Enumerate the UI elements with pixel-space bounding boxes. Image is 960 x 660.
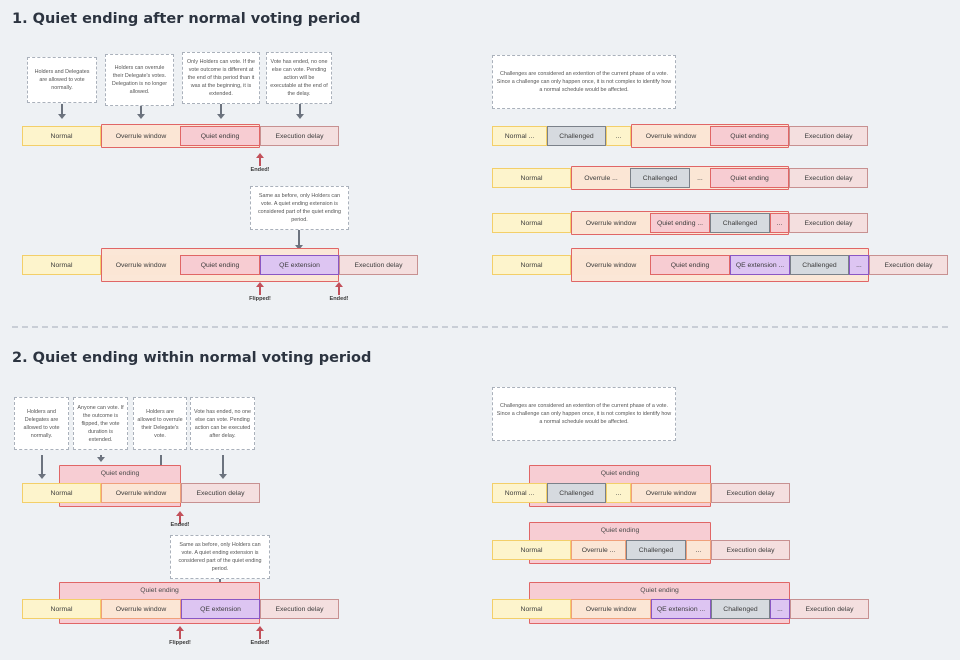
note-qe-extension: Same as before, only Holders can vote. A… xyxy=(250,186,349,230)
note-quiet-ending: Only Holders can vote. If the vote outco… xyxy=(182,52,260,104)
note-normal: Holders and Delegates are allowed to vot… xyxy=(14,397,69,450)
segment-normal: Normal xyxy=(492,599,571,619)
quiet-ending-group-label: Quiet ending xyxy=(640,587,679,594)
note-qe-extension: Same as before, only Holders can vote. A… xyxy=(170,535,270,579)
arrow-down-icon xyxy=(219,455,227,479)
segment-quiet-ending-continued: ... xyxy=(770,213,789,233)
segment-challenged: Challenged xyxy=(626,540,686,560)
segment-challenged: Challenged xyxy=(630,168,690,188)
note-anyone-can-vote: Anyone can vote. If the outcome is flipp… xyxy=(73,397,128,450)
segment-execution-delay: Execution delay xyxy=(789,126,868,146)
quiet-ending-group-label: Quiet ending xyxy=(600,470,640,477)
segment-qe-extension: QE extension ... xyxy=(730,255,790,275)
arrow-down-icon xyxy=(38,455,46,479)
section1-title: 1. Quiet ending after normal voting peri… xyxy=(12,11,361,27)
quiet-ending-group-label: Quiet ending xyxy=(600,527,640,534)
note-challenges: Challenges are considered an extention o… xyxy=(492,55,676,109)
arrow-down-icon xyxy=(295,230,303,250)
segment-overrule-window: Overrule window xyxy=(102,255,180,275)
segment-challenged: Challenged xyxy=(790,255,849,275)
segment-overrule-window: Overrule ... xyxy=(571,540,626,560)
segment-overrule-window: Overrule window xyxy=(632,126,710,146)
arrow-up-icon xyxy=(256,626,264,639)
ended-marker: Ended! xyxy=(329,296,349,302)
segment-normal: Normal ... xyxy=(492,483,547,503)
segment-quiet-ending: Quiet ending xyxy=(650,255,730,275)
segment-execution-delay: Execution delay xyxy=(260,126,339,146)
segment-execution-delay: Execution delay xyxy=(711,540,790,560)
arrow-down-icon xyxy=(137,106,145,119)
quiet-ending-group-label: Quiet ending xyxy=(100,470,140,477)
section-divider xyxy=(12,326,948,328)
arrow-up-icon xyxy=(335,282,343,295)
segment-execution-delay: Execution delay xyxy=(339,255,418,275)
flipped-marker: Flipped! xyxy=(249,296,271,302)
segment-overrule-window: Overrule window xyxy=(631,483,711,503)
segment-normal: Normal xyxy=(22,126,101,146)
segment-overrule-window: Overrule window xyxy=(572,255,650,275)
note-overrule: Holders are allowed to overrule their De… xyxy=(133,397,187,450)
arrow-up-icon xyxy=(176,626,184,639)
segment-overrule-window: Overrule window xyxy=(571,599,651,619)
note-challenges: Challenges are considered an extention o… xyxy=(492,387,676,441)
segment-qe-extension: QE extension xyxy=(181,599,260,619)
segment-normal: Normal xyxy=(492,168,571,188)
segment-normal-continued: ... xyxy=(606,483,631,503)
note-execution: Vote has ended, no one else can vote. Pe… xyxy=(190,397,255,450)
ended-marker: Ended! xyxy=(170,522,190,528)
segment-overrule-continued: ... xyxy=(686,540,711,560)
arrow-up-icon xyxy=(256,153,264,166)
segment-overrule-continued: ... xyxy=(690,168,710,188)
note-execution: Vote has ended, no one else can vote. Pe… xyxy=(266,52,332,104)
segment-normal: Normal xyxy=(22,255,101,275)
segment-overrule-window: Overrule window xyxy=(101,599,181,619)
segment-quiet-ending: Quiet ending xyxy=(180,126,260,146)
flipped-marker: Flipped! xyxy=(169,640,191,646)
segment-overrule-window: Overrule window xyxy=(572,213,650,233)
segment-normal-continued: ... xyxy=(606,126,631,146)
arrow-up-icon xyxy=(176,511,184,524)
note-overrule: Holders can overrule their Delegate's vo… xyxy=(105,54,174,106)
segment-normal: Normal xyxy=(22,483,101,503)
segment-challenged: Challenged xyxy=(547,483,606,503)
segment-quiet-ending: Quiet ending xyxy=(710,168,789,188)
segment-execution-delay: Execution delay xyxy=(789,213,868,233)
arrow-down-icon xyxy=(58,104,66,119)
ended-marker: Ended! xyxy=(250,640,270,646)
segment-normal: Normal xyxy=(22,599,101,619)
note-normal: Holders and Delegates are allowed to vot… xyxy=(27,57,97,103)
segment-execution-delay: Execution delay xyxy=(181,483,260,503)
segment-normal: Normal xyxy=(492,213,571,233)
segment-normal: Normal xyxy=(492,540,571,560)
segment-qe-extension-continued: ... xyxy=(849,255,869,275)
arrow-down-icon xyxy=(97,455,105,462)
arrow-down-icon xyxy=(217,104,225,119)
arrow-down-icon xyxy=(296,104,304,119)
segment-challenged: Challenged xyxy=(710,213,770,233)
segment-execution-delay: Execution delay xyxy=(790,599,869,619)
section2-title: 2. Quiet ending within normal voting per… xyxy=(12,350,372,366)
segment-normal: Normal xyxy=(492,255,571,275)
segment-quiet-ending: Quiet ending ... xyxy=(650,213,710,233)
segment-challenged: Challenged xyxy=(547,126,606,146)
segment-execution-delay: Execution delay xyxy=(260,599,339,619)
segment-execution-delay: Execution delay xyxy=(711,483,790,503)
segment-overrule-window: Overrule ... xyxy=(572,168,630,188)
segment-execution-delay: Execution delay xyxy=(789,168,868,188)
arrow-up-icon xyxy=(256,282,264,295)
segment-execution-delay: Execution delay xyxy=(869,255,948,275)
segment-qe-extension: QE extension ... xyxy=(651,599,711,619)
segment-quiet-ending: Quiet ending xyxy=(180,255,260,275)
segment-overrule-window: Overrule window xyxy=(101,483,181,503)
segment-normal: Normal ... xyxy=(492,126,547,146)
ended-marker: Ended! xyxy=(250,167,270,173)
segment-quiet-ending: Quiet ending xyxy=(710,126,789,146)
segment-qe-extension-continued: ... xyxy=(770,599,790,619)
segment-overrule-window: Overrule window xyxy=(102,126,180,146)
segment-challenged: Challenged xyxy=(711,599,770,619)
quiet-ending-group-label: Quiet ending xyxy=(140,587,179,594)
segment-qe-extension: QE extension xyxy=(260,255,339,275)
